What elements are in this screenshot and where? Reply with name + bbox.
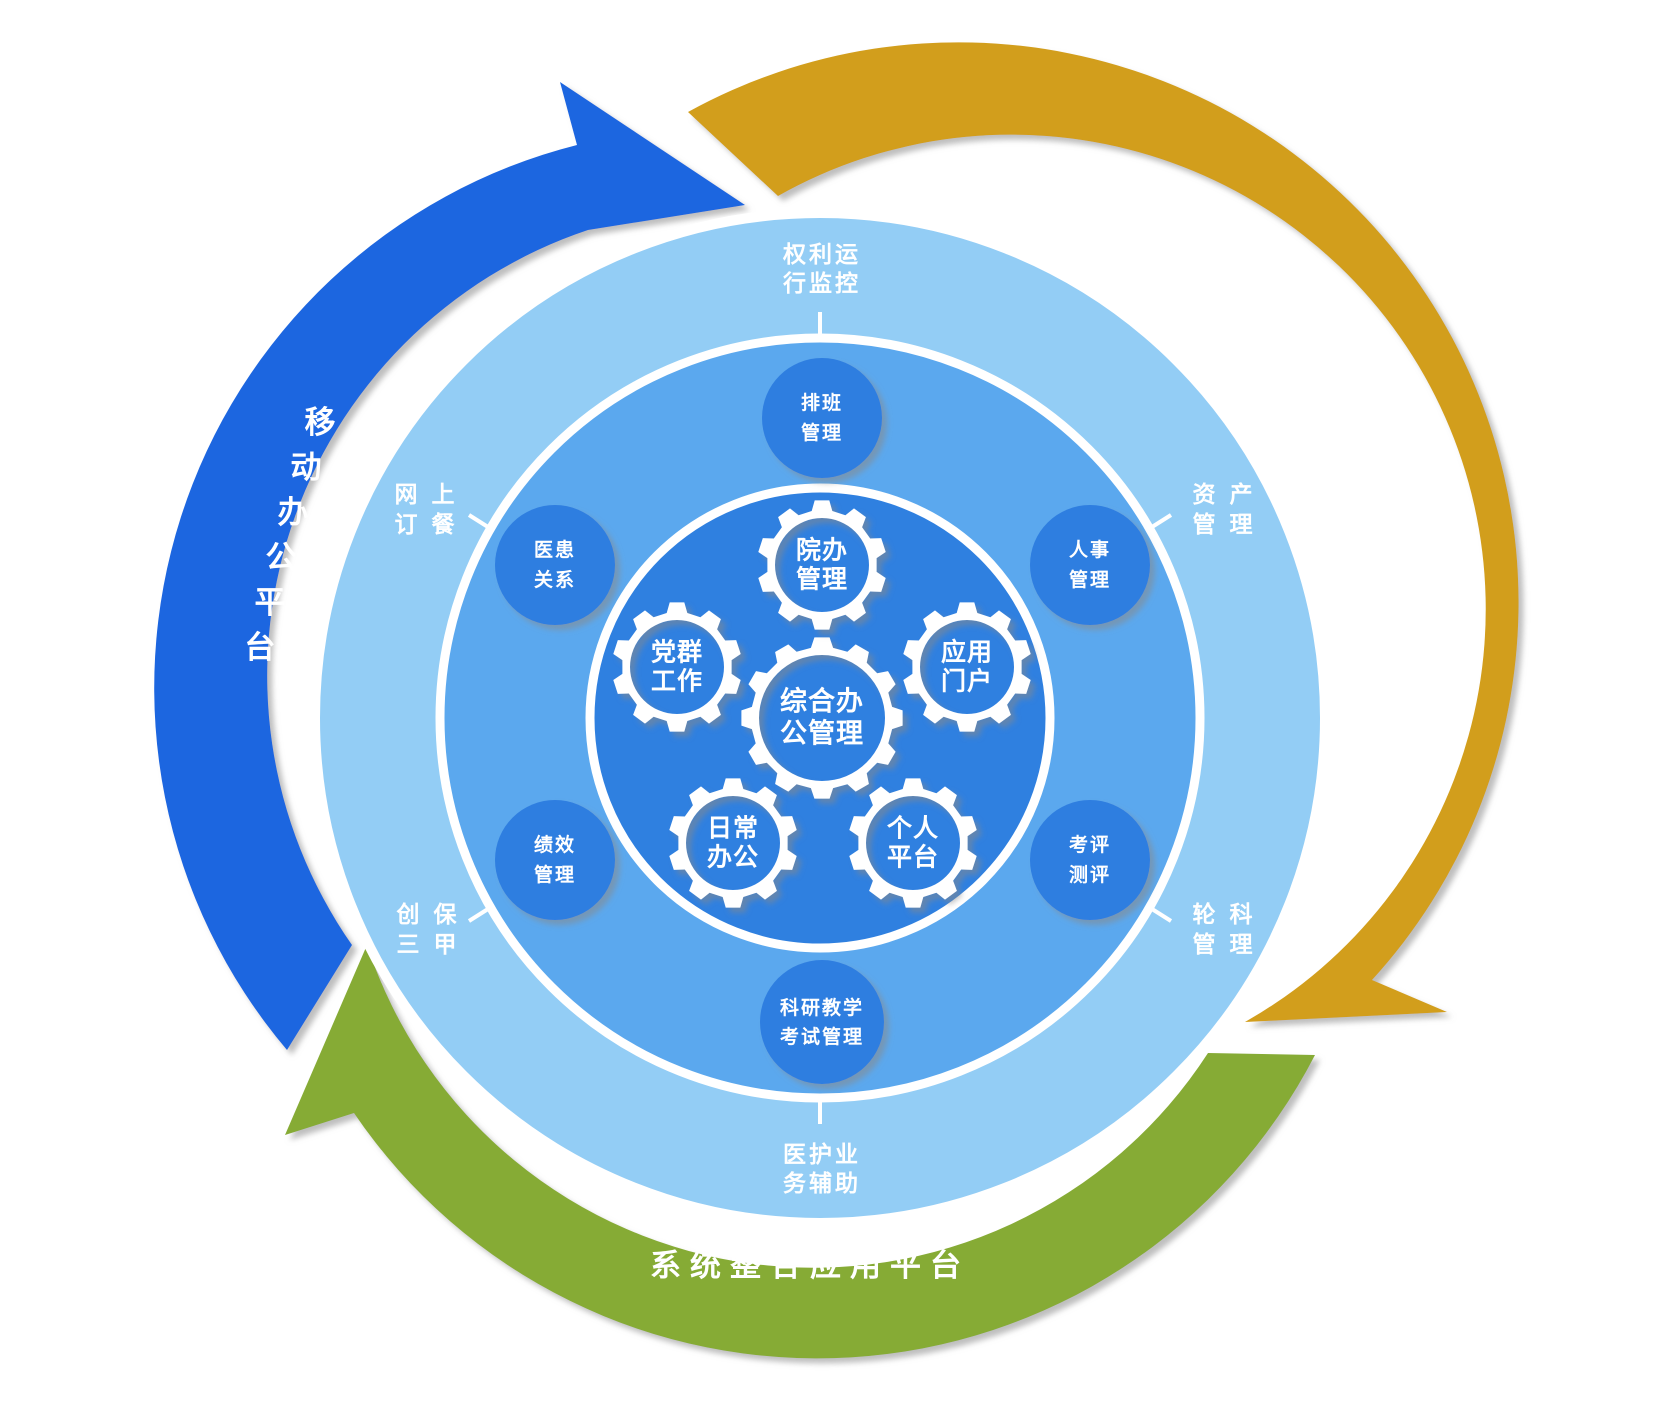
node-line: 测评 [1069,864,1111,886]
middle-nodes: 排班 管理 人事 管理 考评 测评 科研教学 考试管理 绩效 管理 医患 关系 [495,358,1150,1084]
gear-line: 个人 [887,814,939,843]
mobile-office-arrow [154,82,746,1050]
node-line: 医患 [534,538,576,561]
gear-line: 日常 [707,814,759,843]
value-arrow-char: 台 [1335,639,1366,675]
label-line: 订 餐 [394,512,457,538]
system-integration-arrow-label: 系统整合应用平台 [650,1248,970,1284]
gear-line: 管理 [796,565,848,594]
node-line: 管理 [801,421,843,444]
label-nursing-assist: 医护业 务辅助 [783,1141,861,1197]
label-line: 创 保 [395,901,459,928]
value-added-arrow [688,42,1519,1022]
mobile-arrow-char: 公 [266,540,297,576]
node-research-teaching: 科研教学 考试管理 [760,960,884,1084]
label-rotation-management: 轮 科 管 理 [1192,901,1255,958]
gear-line: 应用 [941,638,993,667]
label-line: 务辅助 [783,1170,861,1197]
node-performance: 绩效 管理 [495,800,615,920]
label-power-monitoring: 权利运 行监控 [782,242,861,297]
node-line: 关系 [534,568,576,591]
mobile-arrow-char: 平 [255,585,286,621]
label-line: 管 理 [1192,931,1255,958]
label-asset-management: 资 产 管 理 [1192,481,1255,538]
node-hr: 人事 管理 [1030,505,1150,625]
mobile-arrow-char: 动 [291,450,322,486]
system-integration-arrow [285,945,1315,1359]
mobile-office-arrow-label: 移 动 办 公 平 台 [245,405,336,666]
node-line: 绩效 [534,833,576,856]
mobile-arrow-char: 移 [305,405,336,441]
node-doctor-patient: 医患 关系 [495,505,615,625]
label-line: 三 甲 [396,932,459,958]
node-evaluation: 考评 测评 [1030,800,1150,920]
outer-labels: 权利运 行监控 资 产 管 理 轮 科 管 理 医护业 务辅助 创 保 三 甲 … [394,242,1255,1197]
value-arrow-char: 用 [1311,549,1342,585]
label-line: 网 上 [394,482,457,508]
gear-line: 工作 [651,667,703,696]
value-arrow-char: 增 [1277,414,1308,450]
node-scheduling: 排班 管理 [762,358,882,478]
node-line: 排班 [801,391,843,414]
label-line: 行监控 [782,270,861,297]
value-arrow-char: 平 [1323,594,1354,630]
label-grade-a-hospital: 创 保 三 甲 [395,901,459,958]
label-line: 轮 科 [1192,901,1255,928]
gear-line: 综合办 [780,686,864,718]
gear-hospital-office: 院办 管理 [758,500,886,630]
value-added-arrow-label: 增 值 应 用 平 台 [1277,414,1366,675]
value-arrow-char: 应 [1299,504,1330,540]
gear-app-portal: 应用 门户 [903,602,1031,732]
node-line: 考评 [1069,834,1111,856]
label-line: 资 产 [1192,481,1255,508]
gear-line: 门户 [941,667,993,696]
gear-line: 党群 [651,638,703,667]
node-line: 科研教学 [780,996,864,1019]
node-line: 管理 [1069,568,1111,591]
gear-line: 院办 [796,536,848,565]
label-online-ordering: 网 上 订 餐 [394,482,457,538]
label-line: 管 理 [1192,511,1255,538]
gear-line: 公管理 [780,719,864,750]
separator-ticks [467,312,1173,1124]
value-arrow-char: 值 [1287,459,1318,495]
gear-line: 办公 [707,843,759,872]
gear-personal-platform: 个人 平台 [849,778,977,908]
inner-circle [585,483,1055,953]
mobile-arrow-char: 办 [278,495,309,531]
label-line: 权利运 [782,242,861,268]
gear-party-work: 党群 工作 [613,602,741,732]
node-line: 考试管理 [780,1025,864,1048]
gear-daily-office: 日常 办公 [669,778,797,908]
gears: 综合办 公管理 院办 管理 应用 门户 个人 平台 日常 办公 党群 工作 [613,500,1031,908]
gear-line: 平台 [887,843,939,872]
mobile-arrow-char: 台 [245,630,276,666]
gear-comprehensive-office: 综合办 公管理 [741,637,903,799]
label-line: 医护业 [783,1141,861,1168]
node-line: 人事 [1069,538,1111,561]
node-line: 管理 [534,863,576,886]
